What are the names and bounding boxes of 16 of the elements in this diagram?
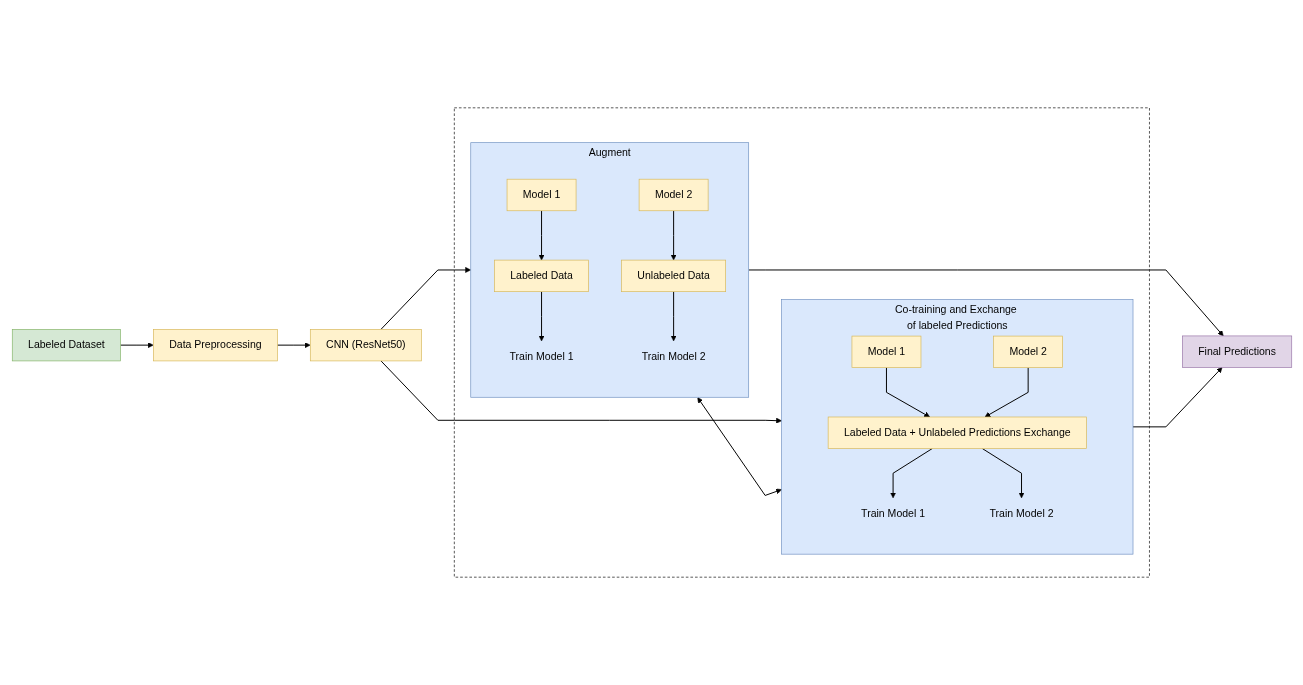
node-box: Labeled Dataset	[11, 329, 121, 362]
node-text: Train Model 2	[641, 350, 706, 363]
node-text: Train Model 2	[989, 507, 1053, 519]
node-box: Data Preprocessing	[152, 329, 278, 362]
node-box: Labeled Data	[493, 259, 589, 292]
node-box: Labeled Data + Unlabeled Predictions Exchange	[827, 416, 1087, 449]
node-box: CNN (ResNet50)	[309, 329, 422, 362]
node-box: Final Predictions	[1181, 335, 1292, 368]
cluster	[453, 107, 1150, 578]
node-box: Unlabeled Data	[620, 259, 726, 292]
node-text: Train Model 1	[860, 507, 925, 519]
node-box: Model 1	[506, 178, 576, 212]
node-box: Model 2	[638, 178, 708, 212]
node-box: Model 2	[992, 335, 1063, 368]
node-box: Model 1	[851, 335, 921, 368]
node-text: Train Model 1	[509, 350, 574, 363]
